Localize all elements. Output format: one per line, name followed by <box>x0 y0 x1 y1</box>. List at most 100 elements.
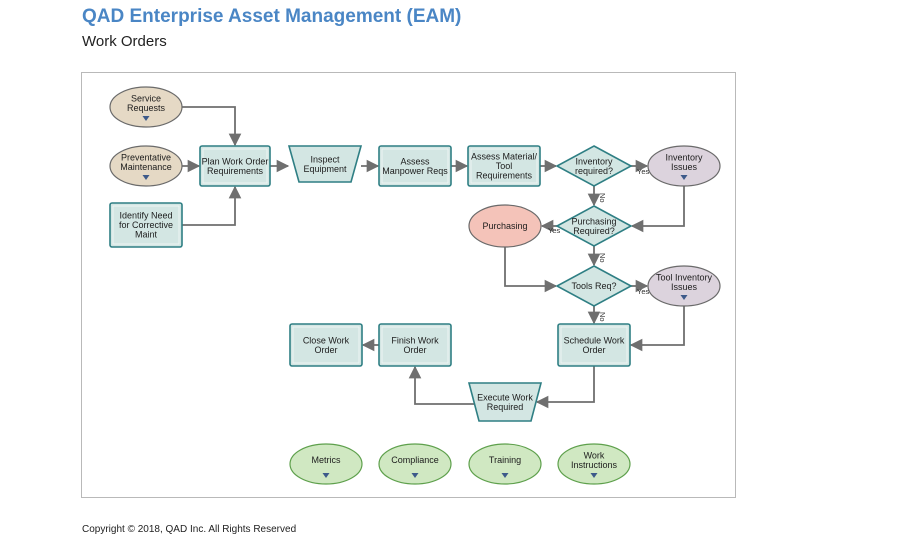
node-inner-highlight <box>381 148 449 184</box>
expand-triangle-icon[interactable] <box>142 116 150 121</box>
node-shape <box>109 202 183 248</box>
node-inner-highlight <box>470 148 538 184</box>
node-shape <box>378 145 452 187</box>
node-label-line: Execute Work <box>477 392 533 402</box>
node-label-line: Issues <box>671 282 698 292</box>
node-shape <box>378 323 452 367</box>
node-shape <box>289 443 363 485</box>
node-label-line: Close Work <box>303 335 350 345</box>
node-shape <box>287 145 363 183</box>
node-label-line: for Corrective <box>119 220 173 230</box>
node-inner-highlight <box>381 326 449 364</box>
node-label-line: Schedule Work <box>564 335 625 345</box>
node-shape <box>468 443 542 485</box>
label-tools-yes: Yes <box>637 287 649 296</box>
node-inner-highlight <box>560 326 628 364</box>
node-label-line: Maintenance <box>120 162 172 172</box>
node-label-line: Identify Need <box>119 211 172 221</box>
node-label-line: Preventative <box>121 152 171 162</box>
node-label-line: Inventory <box>575 156 613 166</box>
node-label-line: Order <box>314 345 337 355</box>
node-label-line: Inventory <box>665 152 703 162</box>
node-shape <box>199 145 271 187</box>
node-training[interactable]: Training <box>468 443 542 485</box>
label-purchasing-yes: Yes <box>548 226 560 235</box>
node-shape <box>647 265 721 307</box>
node-label-line: Purchasing <box>571 216 616 226</box>
node-label-line: Order <box>403 345 426 355</box>
node-tools-req[interactable]: Tools Req? <box>555 265 633 307</box>
node-shape <box>467 382 543 422</box>
label-inventory-no: No <box>598 193 607 203</box>
node-label-line: Work <box>584 450 605 460</box>
nodes: ServiceRequestsPreventativeMaintenanceId… <box>109 86 721 485</box>
node-label-line: Purchasing <box>482 221 527 231</box>
node-label-line: Instructions <box>571 460 618 470</box>
node-inner-highlight <box>292 326 360 364</box>
page-title: QAD Enterprise Asset Management (EAM) <box>82 6 462 27</box>
node-label-line: Requests <box>127 103 166 113</box>
expand-triangle-icon[interactable] <box>322 473 330 478</box>
diagram-frame <box>81 72 736 498</box>
node-label-line: Metrics <box>312 455 341 465</box>
node-label-line: required? <box>575 166 613 176</box>
expand-triangle-icon[interactable] <box>680 295 688 300</box>
node-shape <box>555 205 633 247</box>
node-label-line: Required? <box>573 226 615 236</box>
node-label-line: Equipment <box>303 164 347 174</box>
node-shape <box>468 204 542 248</box>
node-label-line: Order <box>582 345 605 355</box>
node-shape <box>109 145 183 187</box>
expand-triangle-icon[interactable] <box>680 175 688 180</box>
node-shape <box>647 145 721 187</box>
expand-triangle-icon[interactable] <box>411 473 419 478</box>
node-label-line: Manpower Reqs <box>382 166 448 176</box>
expand-triangle-icon[interactable] <box>501 473 509 478</box>
node-metrics[interactable]: Metrics <box>289 443 363 485</box>
node-shape <box>555 265 633 307</box>
conn-execute-to-finish <box>408 365 474 405</box>
expand-triangle-icon[interactable] <box>142 175 150 180</box>
node-purchasing[interactable]: Purchasing <box>468 204 542 248</box>
node-compliance[interactable]: Compliance <box>378 443 452 485</box>
node-label-line: Requirements <box>476 171 533 181</box>
node-label-line: Training <box>489 455 521 465</box>
node-label-line: Required <box>487 402 524 412</box>
expand-triangle-icon[interactable] <box>590 473 598 478</box>
node-shape <box>467 145 541 187</box>
conn-toolissues-to-schedule <box>629 306 685 352</box>
node-shape <box>109 86 183 128</box>
conn-service-to-plan <box>182 106 242 147</box>
node-label-line: Plan Work Order <box>202 156 269 166</box>
node-label-line: Tool Inventory <box>656 272 713 282</box>
node-label-line: Maint <box>135 230 158 240</box>
node-label-line: Compliance <box>391 455 439 465</box>
node-shape <box>378 443 452 485</box>
conn-issues-to-purchasing <box>630 186 685 233</box>
copyright-text: Copyright © 2018, QAD Inc. All Rights Re… <box>82 524 297 535</box>
node-shape <box>555 145 633 187</box>
node-label-line: Tools Req? <box>571 281 616 291</box>
conn-identify-to-plan <box>182 185 242 226</box>
node-label-line: Finish Work <box>391 335 439 345</box>
node-shape <box>557 323 631 367</box>
page-subtitle: Work Orders <box>82 33 167 50</box>
